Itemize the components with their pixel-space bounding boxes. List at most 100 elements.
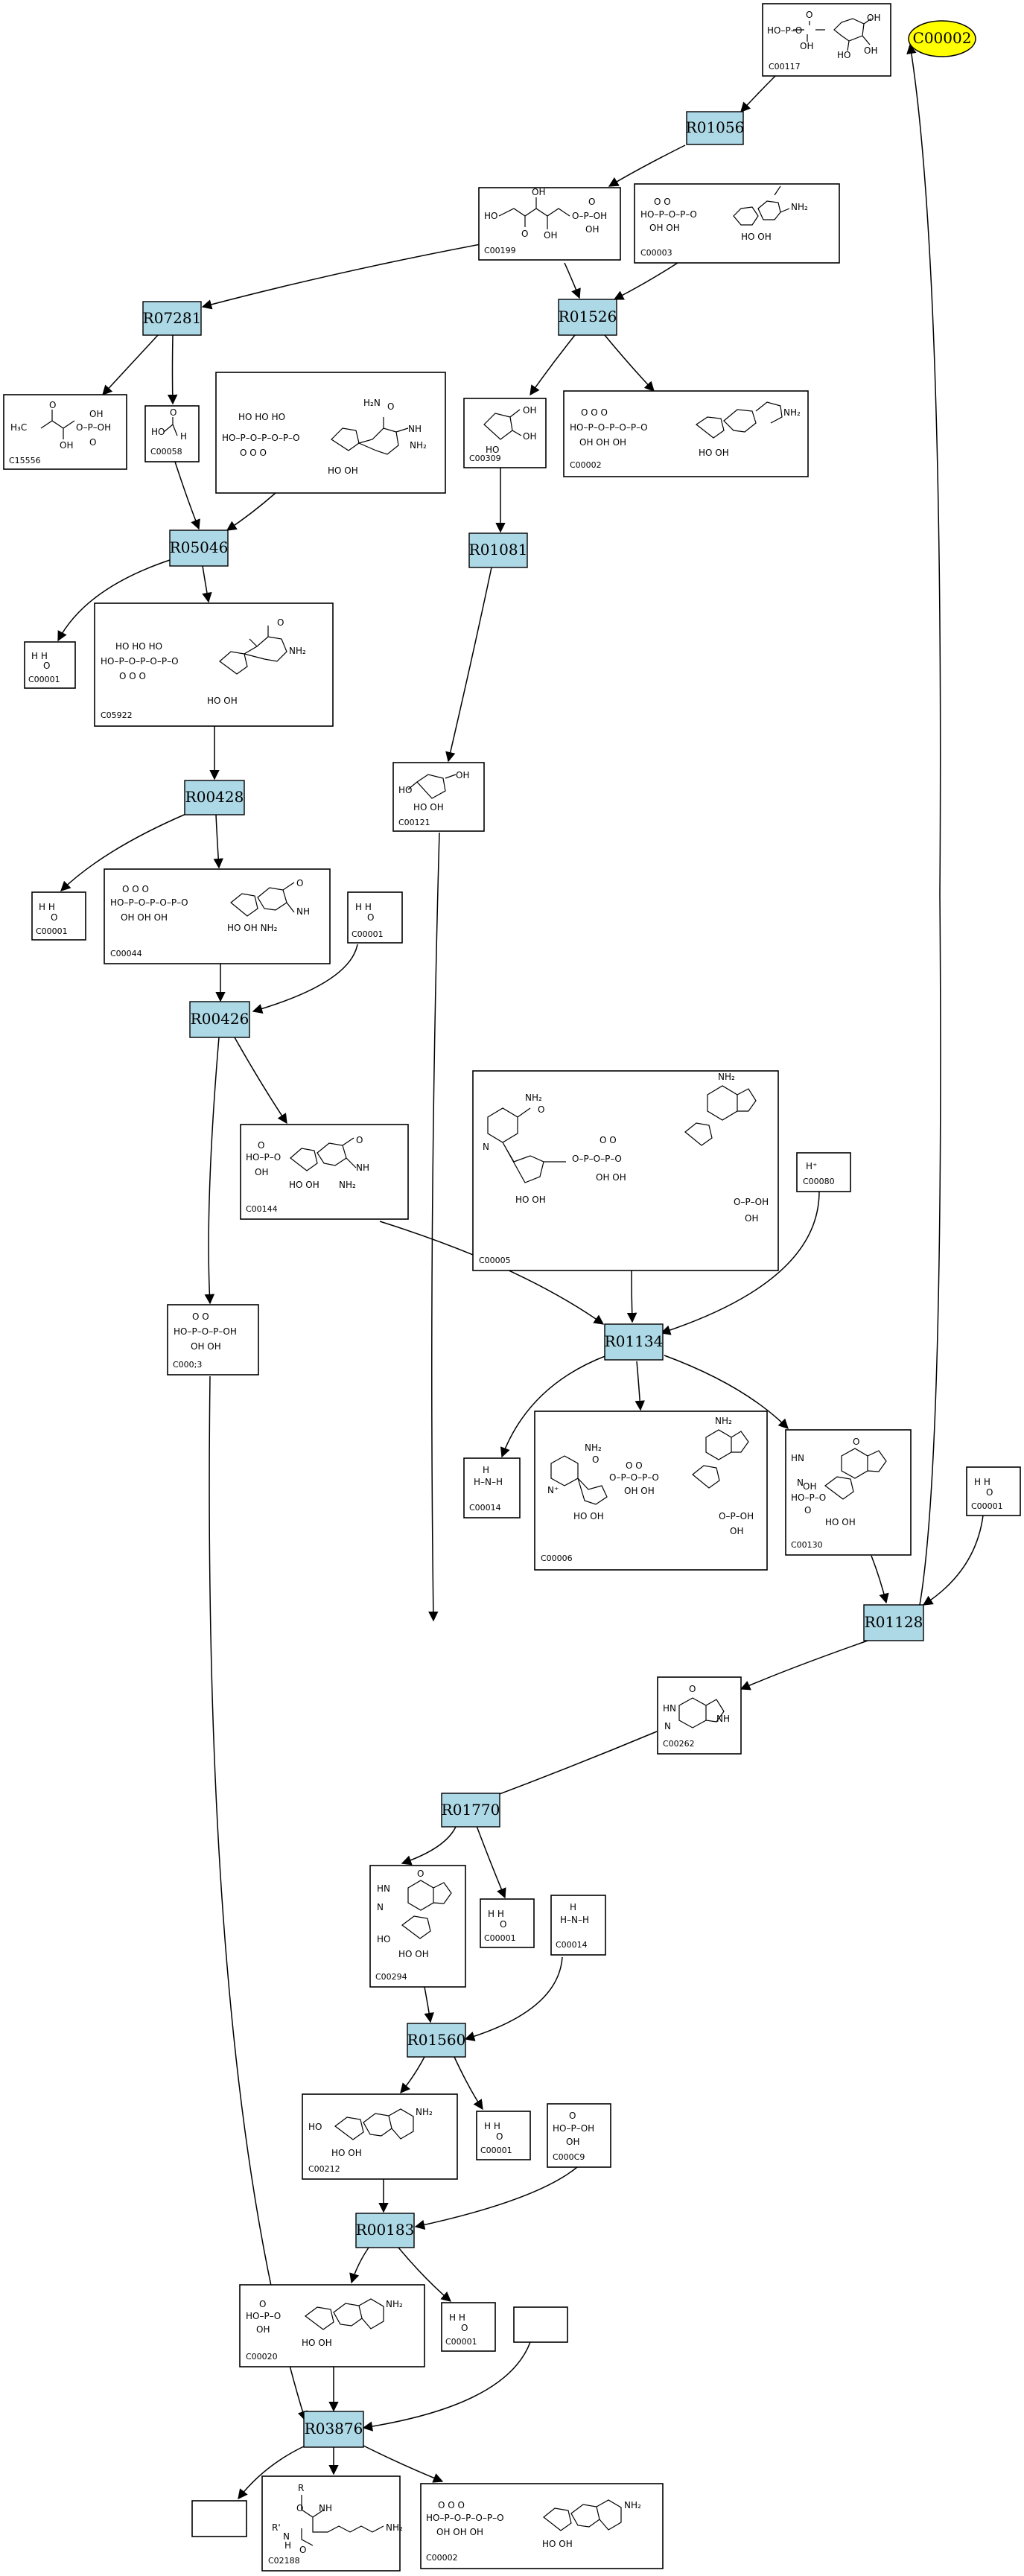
compound-c00020[interactable]: HO–P–O O OH NH₂ HO OH C00020 (239, 2284, 425, 2367)
compound-c00002-atp[interactable]: HO–P–O–P–O–P–O O O O OH OH OH NH₂ HO OH … (563, 390, 809, 477)
svg-text:R01526: R01526 (559, 308, 617, 325)
svg-text:HO OH NH₂: HO OH NH₂ (227, 923, 278, 933)
reaction-r07281[interactable]: R07281 (142, 301, 202, 336)
svg-text:HO OH: HO OH (331, 2148, 362, 2158)
compound-c15556[interactable]: H₃C O OH O–P–OH OH O C15556 (3, 394, 127, 470)
svg-text:O: O (258, 1140, 264, 1151)
svg-text:H⁺: H⁺ (806, 1161, 817, 1171)
svg-text:H H: H H (974, 1477, 990, 1487)
map-link-c00002[interactable]: C00002 (908, 20, 976, 57)
svg-text:C15556: C15556 (9, 456, 41, 465)
svg-text:HO: HO (837, 50, 850, 60)
svg-text:HO OH: HO OH (542, 2539, 573, 2549)
svg-text:OH: OH (585, 224, 599, 235)
svg-text:HN: HN (663, 1703, 676, 1714)
svg-text:R': R' (272, 2522, 281, 2533)
reaction-r01134[interactable]: R01134 (604, 1323, 664, 1361)
compound-c00001-water-d[interactable]: H H O C00001 (966, 1466, 1021, 1516)
compound-c00002-atp-bottom[interactable]: HO–P–O–P–O–P–O O O O OH OH OH NH₂ HO OH … (420, 2483, 664, 2569)
compound-unlabeled-input[interactable] (513, 2306, 568, 2343)
reaction-r00426[interactable]: R00426 (189, 1001, 250, 1038)
reaction-r01056[interactable]: R01056 (686, 111, 745, 145)
compound-c00309[interactable]: HO OH OH C00309 (463, 398, 547, 468)
svg-text:OH OH: OH OH (596, 1172, 626, 1183)
svg-text:NH₂: NH₂ (715, 1416, 732, 1426)
reaction-r00183[interactable]: R00183 (355, 2213, 415, 2248)
compound-c00013[interactable]: O O HO–P–O–P–OH OH OH C000;3 (167, 1304, 259, 1376)
svg-text:OH: OH (532, 187, 545, 197)
svg-text:O: O (356, 1135, 363, 1145)
svg-text:NH₂: NH₂ (525, 1093, 542, 1103)
svg-text:O: O (461, 2323, 468, 2333)
svg-text:C00001: C00001 (28, 675, 60, 684)
svg-text:O: O (170, 407, 177, 418)
svg-text:O–P–OH: O–P–OH (734, 1197, 769, 1207)
compound-c00014-ammonia-b[interactable]: H H–N–H C00014 (550, 1895, 606, 1956)
svg-text:HO OH: HO OH (328, 465, 358, 476)
compound-c00006[interactable]: NH₂ O N⁺ O–P–O–P–O O O OH OH NH₂ HO OH O… (534, 1411, 768, 1571)
edge-r01526-c00002a (604, 334, 655, 392)
svg-text:C00006: C00006 (541, 1553, 573, 1563)
molecule-structure (550, 1429, 749, 1505)
compound-c00014-ammonia-a[interactable]: H H–N–H C00014 (463, 1457, 521, 1518)
edge-c00117-r01056 (740, 72, 779, 112)
compound-c05922[interactable]: HO–P–O–P–O–P–O HO HO HO O O O NH₂ O HO O… (94, 602, 334, 727)
compound-c00080[interactable]: H⁺ C00080 (796, 1152, 851, 1192)
reaction-r01081[interactable]: R01081 (468, 532, 528, 568)
svg-text:C00117: C00117 (769, 62, 801, 71)
svg-text:HO OH: HO OH (398, 1949, 429, 1959)
edge-r00428-c00001b (60, 812, 188, 891)
reaction-r01128[interactable]: R01128 (863, 1604, 924, 1641)
svg-text:R01056: R01056 (686, 118, 745, 136)
compound-c00262[interactable]: O HN N NH C00262 (657, 1676, 742, 1755)
compound-c00001-water-f[interactable]: H H O C00001 (476, 2111, 531, 2160)
svg-text:C00014: C00014 (556, 1940, 588, 1950)
reaction-r01526[interactable]: R01526 (558, 299, 617, 336)
compound-c00294[interactable]: O HN N HO HO OH C00294 (369, 1865, 466, 1988)
svg-text:OH: OH (60, 440, 73, 451)
edge-c00003-r01526 (613, 262, 678, 300)
svg-text:R01081: R01081 (469, 541, 528, 559)
compound-c00001-water-c[interactable]: H H O C00001 (347, 891, 403, 944)
svg-text:O: O (853, 1437, 859, 1447)
compound-c00003[interactable]: HO–P–O–P–O O O OH OH NH₂ HO OH C00003 (634, 183, 840, 264)
compound-c05923[interactable]: HO–P–O–P–O–P–O HO HO HO O O O H₂N O NH N… (215, 372, 446, 494)
reaction-r05046[interactable]: R05046 (169, 529, 229, 567)
compound-c00005[interactable]: NH₂ O N O–P–O–P–O O O OH OH NH₂ HO OH O–… (472, 1070, 779, 1271)
svg-text:NH₂: NH₂ (386, 2522, 403, 2533)
compound-c00130[interactable]: O HN N HO–P–O OH O HO OH C00130 (785, 1429, 912, 1556)
compound-unlabeled-output[interactable] (191, 2500, 247, 2537)
svg-text:C000C9: C000C9 (553, 2152, 585, 2162)
compound-c00001-water-a[interactable]: H H O C00001 (24, 641, 76, 689)
compound-c00212[interactable]: HO NH₂ HO OH C00212 (302, 2093, 458, 2180)
reaction-r01560[interactable]: R01560 (407, 2023, 466, 2058)
reaction-r01770[interactable]: R01770 (441, 1793, 500, 1828)
svg-text:R: R (298, 2483, 304, 2493)
compound-c00001-water-b[interactable]: H H O C00001 (31, 891, 86, 941)
compound-c00044[interactable]: HO–P–O–P–O–P–O O O O OH OH OH O NH HO OH… (104, 868, 331, 964)
svg-text:HO OH: HO OH (413, 802, 444, 812)
compound-c00199[interactable]: HO O OH OH O–P–OH O OH C00199 (478, 187, 621, 261)
svg-text:C00001: C00001 (480, 2146, 512, 2155)
svg-text:O: O (521, 229, 528, 239)
svg-text:HN: HN (791, 1453, 804, 1463)
svg-text:O: O (51, 912, 57, 923)
compound-c00117[interactable]: HO–P–O O OH OH HO OH C00117 (762, 3, 891, 77)
compound-c00009[interactable]: O HO–P–OH OH C000C9 (547, 2103, 611, 2168)
svg-text:OH OH: OH OH (191, 1341, 221, 1352)
svg-text:O: O (49, 400, 56, 410)
compound-c00121[interactable]: HO OH HO OH C00121 (392, 762, 485, 832)
svg-text:O: O (296, 2503, 303, 2513)
compound-c00058[interactable]: HO H O C00058 (144, 405, 200, 462)
svg-text:HO OH: HO OH (741, 232, 772, 242)
edge-c05923-r05046 (226, 492, 276, 531)
edge-r00428-c00044 (213, 814, 223, 869)
compound-c00001-water-e[interactable]: H H O C00001 (480, 1898, 535, 1948)
edge-r00426-c00013 (204, 1037, 220, 1305)
compound-c02188[interactable]: R O NH R' N H O NH₂ C02188 (261, 2475, 403, 2572)
compound-c00144[interactable]: HO–P–O O OH O NH HO OH NH₂ C00144 (240, 1124, 409, 1220)
reaction-r00428[interactable]: R00428 (184, 780, 245, 815)
reaction-r03876[interactable]: R03876 (303, 2411, 364, 2448)
compound-c00001-water-g[interactable]: H H O C00001 (441, 2302, 496, 2352)
svg-text:HO–P–O–P–O–P–O: HO–P–O–P–O–P–O (426, 2513, 504, 2523)
